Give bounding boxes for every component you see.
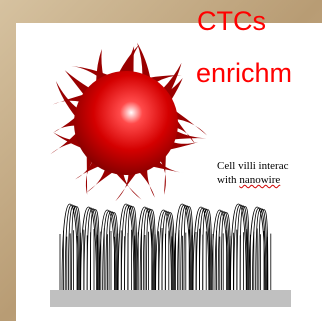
substrate [50, 290, 291, 307]
ctc-cell [74, 71, 178, 175]
caption-nanowire-word: nanowire [239, 174, 280, 186]
caption-text-1: Cell villi interac [217, 160, 288, 172]
caption-prefix: with [217, 174, 239, 186]
caption-line-2: with nanowire [217, 174, 280, 186]
title-line-1: CTCs [197, 6, 266, 36]
caption-line-1: Cell villi interac [217, 160, 288, 172]
title-line-2: enrichm [196, 58, 292, 88]
